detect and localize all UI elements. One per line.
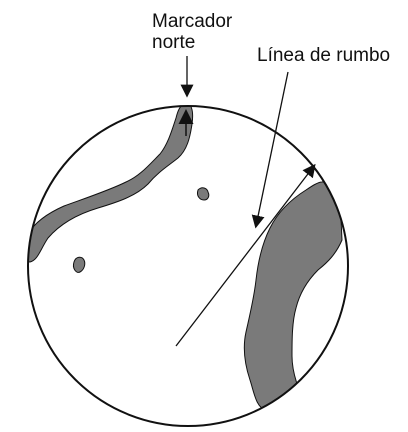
scope-ring: [27, 105, 349, 427]
heading-line-label: Línea de rumbo: [257, 45, 391, 66]
islet-center: [197, 187, 210, 201]
north-marker-label-line2: norte: [152, 32, 196, 53]
north-marker-label: Marcador norte: [152, 11, 232, 53]
landmass-east: [243, 181, 343, 411]
land-masses: [28, 106, 343, 411]
islet-west: [73, 256, 86, 273]
north-marker-label-line1: Marcador: [152, 11, 233, 32]
landmass-northwest: [28, 106, 194, 263]
heading-line: [175, 163, 316, 347]
heading-line-leader: [251, 71, 289, 229]
